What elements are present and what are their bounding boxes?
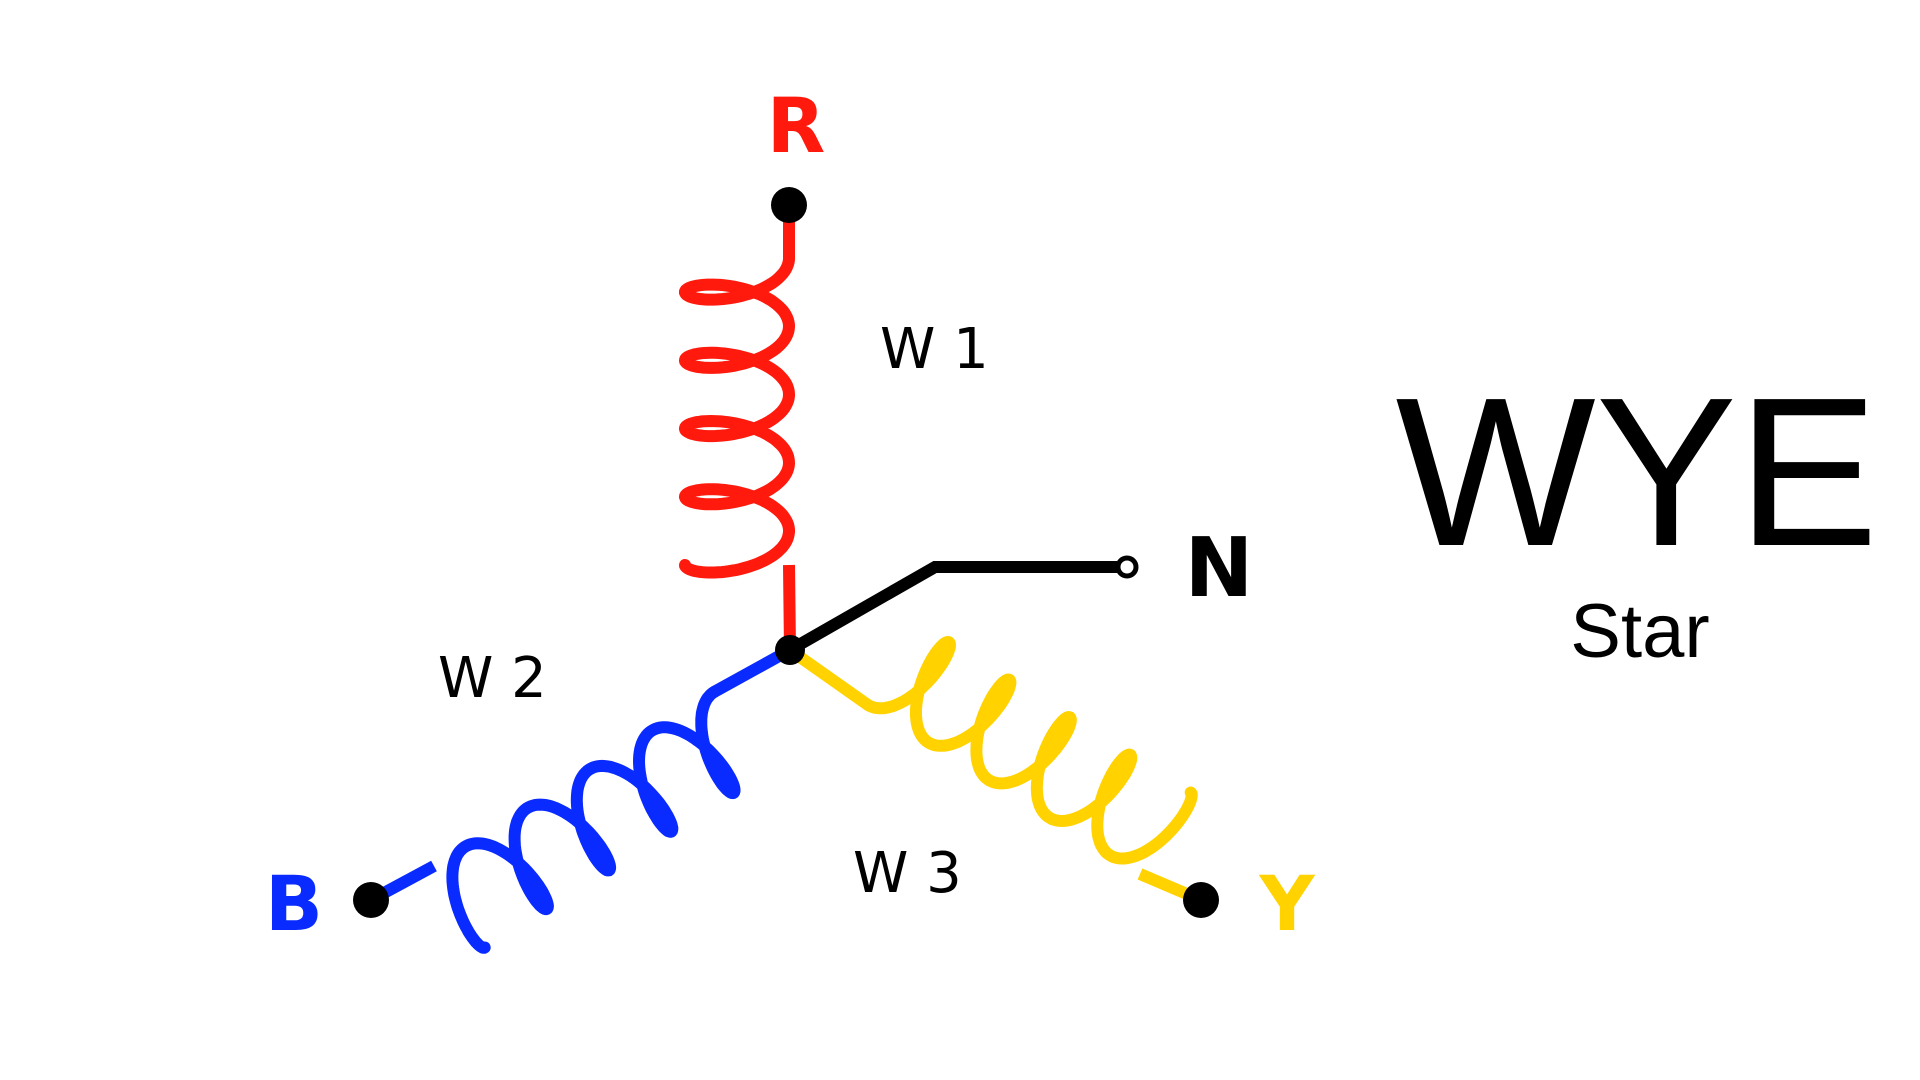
diagram-subtitle: Star (1570, 589, 1709, 674)
winding-w2-coil (446, 686, 741, 954)
winding-w3-label: W 3 (853, 841, 962, 906)
winding-w3-coil (862, 635, 1198, 865)
neutral-terminal-open (1115, 555, 1139, 579)
terminal-y-dot (1183, 882, 1219, 918)
terminal-b-dot (353, 882, 389, 918)
neutral-wire (787, 561, 1117, 656)
terminal-n-label: N (1185, 521, 1254, 616)
terminal-y-label: Y (1258, 859, 1315, 948)
winding-w3-inner-lead (786, 645, 872, 710)
winding-w2-label: W 2 (438, 646, 547, 711)
winding-w1-label: W 1 (880, 317, 989, 382)
star-point-dot (775, 635, 805, 665)
diagram-title: WYE (1396, 353, 1879, 590)
winding-w1-coil (678, 252, 796, 579)
terminal-r-dot (771, 187, 807, 223)
terminal-b-label: B (265, 859, 323, 948)
terminal-r-label: R (767, 81, 826, 170)
